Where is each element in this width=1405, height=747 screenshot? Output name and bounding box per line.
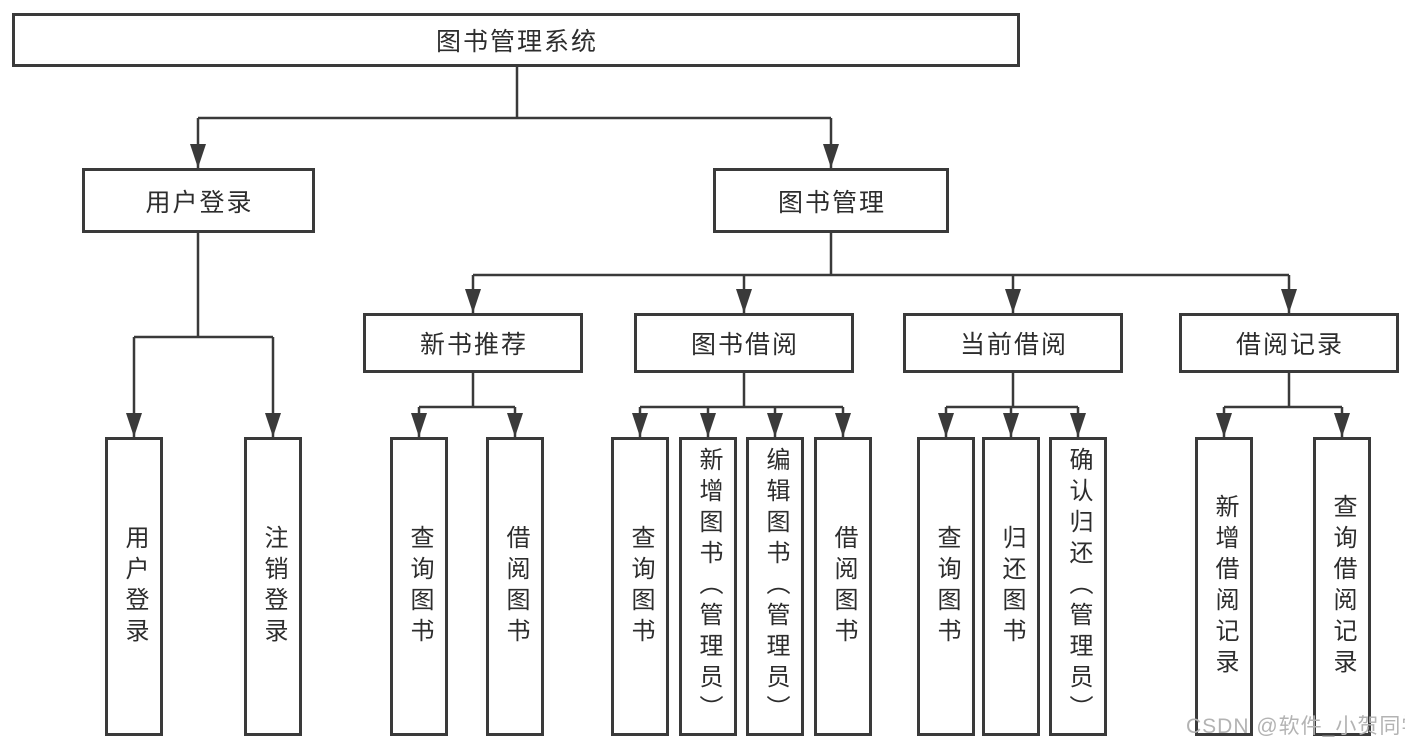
leaf-query-books-current-label: 查询图书 xyxy=(933,524,960,649)
leaf-query-books-current: 查询图书 xyxy=(917,437,975,736)
leaf-borrow-books-recommend: 借阅图书 xyxy=(486,437,544,736)
leaf-add-borrow-record: 新增借阅记录 xyxy=(1195,437,1253,736)
leaf-query-books-borrowing-label: 查询图书 xyxy=(627,524,654,649)
leaf-add-books-admin-label: 新增图书（管理员） xyxy=(695,447,722,726)
leaf-query-books-borrowing: 查询图书 xyxy=(611,437,669,736)
leaf-query-books-recommend-label: 查询图书 xyxy=(406,524,433,649)
node-new-book-recommend-label: 新书推荐 xyxy=(419,331,528,359)
leaf-user-login-label: 用户登录 xyxy=(121,524,148,649)
leaf-add-books-admin: 新增图书（管理员） xyxy=(679,437,737,736)
leaf-borrow-books-label: 借阅图书 xyxy=(830,524,857,649)
leaf-edit-books-admin-label: 编辑图书（管理员） xyxy=(762,447,789,726)
node-book-borrowing: 图书借阅 xyxy=(634,313,854,373)
node-current-borrowing-label: 当前借阅 xyxy=(959,331,1068,359)
node-book-management-label: 图书管理 xyxy=(777,188,886,217)
leaf-borrow-books: 借阅图书 xyxy=(814,437,872,736)
leaf-query-books-recommend: 查询图书 xyxy=(390,437,448,736)
leaf-user-login: 用户登录 xyxy=(105,437,163,736)
node-user-login-branch: 用户登录 xyxy=(82,168,315,233)
leaf-logout: 注销登录 xyxy=(244,437,302,736)
leaf-confirm-return-admin-label: 确认归还（管理员） xyxy=(1065,447,1092,726)
leaf-borrow-books-recommend-label: 借阅图书 xyxy=(502,524,529,649)
csdn-watermark: CSDN @软件_小贺同学 xyxy=(1186,715,1405,738)
node-library-system-label: 图书管理系统 xyxy=(435,28,598,56)
leaf-query-borrow-record-label: 查询借阅记录 xyxy=(1329,493,1356,680)
leaf-add-borrow-record-label: 新增借阅记录 xyxy=(1211,493,1238,680)
node-borrowing-records-label: 借阅记录 xyxy=(1235,331,1344,359)
node-current-borrowing: 当前借阅 xyxy=(903,313,1123,373)
leaf-edit-books-admin: 编辑图书（管理员） xyxy=(746,437,804,736)
leaf-return-books: 归还图书 xyxy=(982,437,1040,736)
node-book-borrowing-label: 图书借阅 xyxy=(690,331,799,359)
node-book-management: 图书管理 xyxy=(713,168,949,233)
node-new-book-recommend: 新书推荐 xyxy=(363,313,583,373)
leaf-logout-label: 注销登录 xyxy=(260,524,287,649)
leaf-confirm-return-admin: 确认归还（管理员） xyxy=(1049,437,1107,736)
node-user-login-branch-label: 用户登录 xyxy=(145,188,254,217)
node-borrowing-records: 借阅记录 xyxy=(1179,313,1399,373)
leaf-return-books-label: 归还图书 xyxy=(998,524,1025,649)
node-library-system: 图书管理系统 xyxy=(12,13,1020,67)
leaf-query-borrow-record: 查询借阅记录 xyxy=(1313,437,1371,736)
